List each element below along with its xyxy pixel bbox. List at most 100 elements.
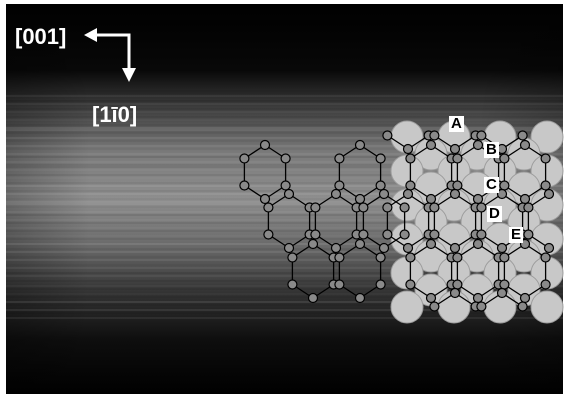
scan-streak [6, 280, 563, 282]
lattice-atom [499, 153, 510, 164]
lattice-atom [287, 279, 298, 290]
lattice-atom [499, 180, 510, 191]
lattice-atom [405, 279, 416, 290]
scan-streak [6, 243, 563, 245]
scan-streak [6, 203, 563, 205]
lattice-atoms [239, 130, 555, 312]
lattice-atom [399, 229, 410, 240]
scan-streak [6, 201, 563, 203]
scan-streak [6, 227, 563, 229]
scan-streak [6, 296, 563, 298]
arrow-1-10-head [122, 68, 136, 82]
scan-streak [6, 198, 563, 200]
lattice-atom [540, 279, 551, 290]
lattice-atom [543, 188, 555, 200]
lattice-atom [496, 242, 508, 254]
lattice-atom [263, 229, 274, 240]
direction-label-1-10: [1ī0] [92, 102, 138, 127]
lattice-atom [283, 242, 295, 254]
site-label-c: C [484, 176, 499, 193]
lattice-atom [429, 301, 440, 312]
lattice-atom [476, 202, 487, 213]
scan-streak [6, 222, 563, 224]
lattice-atom [375, 180, 386, 191]
scan-streak [6, 267, 563, 269]
lattice-atom [378, 188, 390, 200]
scan-streak [6, 304, 563, 306]
lattice-atom [425, 292, 437, 304]
lattice-atom [310, 229, 321, 240]
lattice-atom [334, 279, 345, 290]
direction-label-001: [001] [15, 24, 67, 49]
scan-streak [6, 127, 563, 129]
scan-streak [6, 124, 563, 126]
substrate-atoms [390, 120, 564, 324]
lattice-atom [425, 139, 437, 151]
scan-streak [6, 100, 563, 102]
lattice-atom [259, 193, 271, 205]
scan-streak [6, 272, 563, 274]
scan-streak [6, 140, 563, 142]
lattice-atom [429, 202, 440, 213]
lattice-atom [405, 153, 416, 164]
lattice-atom [452, 252, 463, 263]
lattice-atom [543, 242, 555, 254]
lattice-atom [330, 188, 342, 200]
lattice-atom [425, 193, 437, 205]
lattice-atom [382, 202, 393, 213]
lattice-atom [334, 153, 345, 164]
lattice-atom [496, 188, 508, 200]
lattice-atom [540, 180, 551, 191]
lattice-atom [472, 193, 484, 205]
site-label-d: D [487, 205, 502, 222]
lattice-atom [402, 242, 414, 254]
scan-streak [6, 238, 563, 240]
lattice-atom [449, 242, 461, 254]
lattice-atom [280, 153, 291, 164]
lattice-atom [429, 229, 440, 240]
lattice-atom [402, 188, 414, 200]
scan-streak [6, 259, 563, 261]
substrate-atom [530, 290, 564, 324]
lattice-atom [476, 301, 487, 312]
lattice-atom [519, 292, 531, 304]
scan-streak [6, 285, 563, 287]
scan-streak [6, 137, 563, 139]
lattice-atom [540, 153, 551, 164]
lattice-atom [540, 252, 551, 263]
scan-streak [6, 164, 563, 166]
lattice-atom [517, 301, 528, 312]
lattice-atom [499, 279, 510, 290]
lattice-atom [472, 238, 484, 250]
lattice-atom [307, 292, 319, 304]
lattice-atom [263, 202, 274, 213]
scan-streak [6, 132, 563, 134]
lattice-atom [259, 139, 271, 151]
lattice-atom [476, 229, 487, 240]
lattice-atom [519, 193, 531, 205]
scan-streak [6, 230, 563, 232]
lattice-atom [519, 139, 531, 151]
lattice-atom [287, 252, 298, 263]
lattice-atom [358, 202, 369, 213]
scan-streak [6, 108, 563, 110]
scan-streak [6, 256, 563, 258]
lattice-atom [452, 279, 463, 290]
arrow-001-head [84, 28, 97, 42]
scan-streak [6, 111, 563, 113]
lattice-atom [375, 153, 386, 164]
lattice-atom [496, 143, 508, 155]
lattice-atom [499, 252, 510, 263]
scan-streak [6, 103, 563, 105]
lattice-atom [523, 229, 534, 240]
scan-streak [6, 301, 563, 303]
lattice-atom [449, 287, 461, 299]
lattice-atom [496, 287, 508, 299]
scan-streak [6, 166, 563, 168]
lattice-atom [472, 139, 484, 151]
lattice-atom [307, 238, 319, 250]
site-label-b: B [484, 141, 499, 158]
lattice-atom [334, 180, 345, 191]
scan-streak [6, 119, 563, 121]
